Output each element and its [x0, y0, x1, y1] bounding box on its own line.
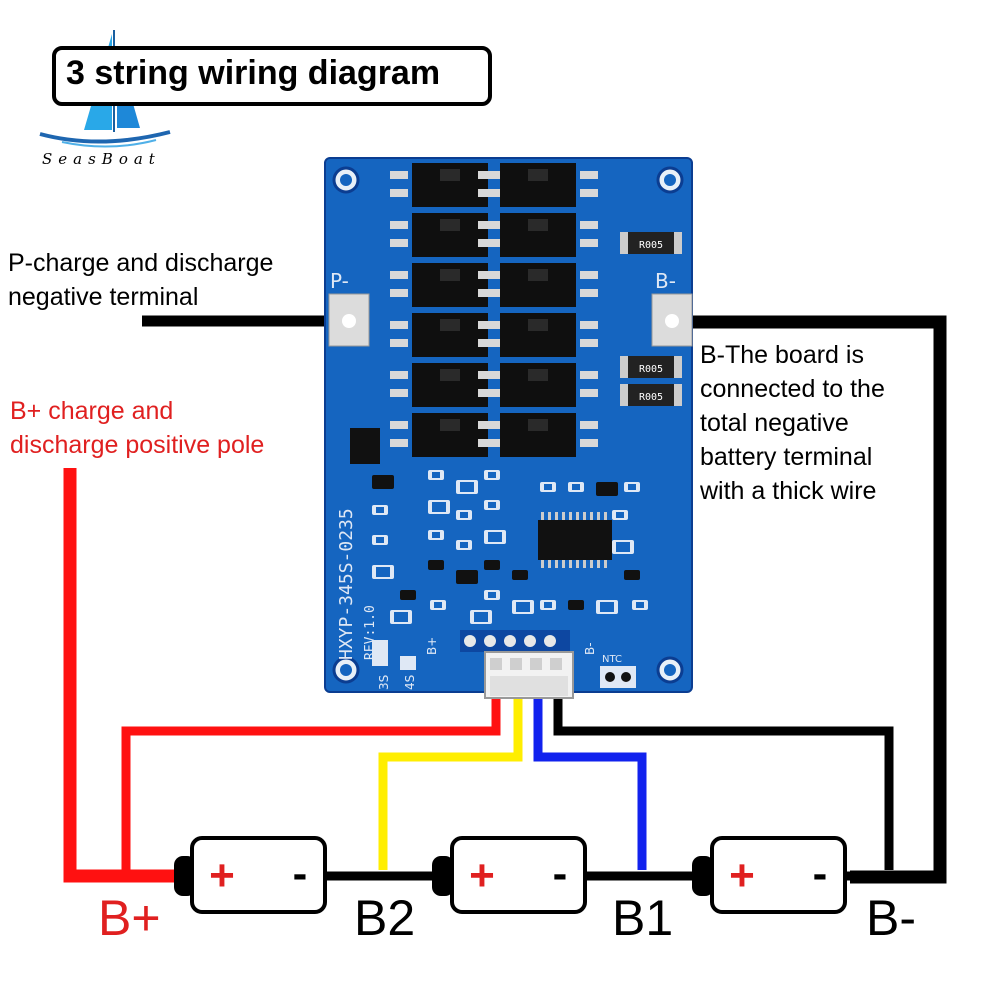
battery-2-plus: + [469, 851, 495, 900]
silk-4s: 4S [403, 675, 417, 690]
red-balance-wire [121, 695, 501, 870]
b-minus-note: B-The board is connected to the total ne… [700, 338, 885, 508]
b-minus-note-line-4: battery terminal [700, 443, 873, 471]
b-minus-thick-wire [672, 315, 947, 884]
b-plus-pole-label: B+ charge and discharge positive pole [10, 394, 264, 462]
b-minus-note-line-3: total negative [700, 409, 849, 437]
battery-cell-1 [174, 836, 327, 914]
jumper-3s [372, 640, 388, 666]
ntc-pads [600, 666, 636, 688]
node-b1: B1 [612, 890, 674, 946]
jumper-4s [400, 656, 416, 670]
yellow-balance-wire [378, 695, 523, 870]
b-minus-note-line-2: connected to the [700, 375, 885, 403]
battery-2-minus: - [553, 849, 568, 898]
node-b-minus: B- [866, 890, 916, 946]
blue-balance-wire [533, 695, 647, 870]
silk-b-minus: B- [655, 269, 676, 293]
balance-header-holes [460, 630, 570, 652]
node-b-plus: B+ [98, 890, 161, 946]
silk-p-minus: P- [330, 269, 349, 293]
resistor-marking-1: R005 [639, 240, 663, 251]
black-balance-wire [553, 695, 894, 870]
small-ic [350, 428, 380, 464]
b-plus-main-wire [63, 468, 180, 883]
silk-3s: 3S [377, 675, 391, 690]
diagram-title: 3 string wiring diagram [66, 54, 441, 92]
mosfet-array [390, 163, 598, 457]
shunt-resistors: R005 R005 R005 [620, 232, 682, 406]
battery-1-plus: + [209, 851, 235, 900]
smd-components [372, 470, 648, 624]
title-frame [52, 46, 492, 106]
balance-connector [484, 651, 574, 699]
resistor-marking-2: R005 [639, 364, 663, 375]
b-plus-pole-label-line-1: B+ charge and [10, 397, 174, 425]
battery-3-plus: + [729, 851, 755, 900]
battery-cell-3 [692, 836, 847, 914]
b-plus-pole-label-line-2: discharge positive pole [10, 431, 265, 459]
node-b2: B2 [354, 890, 416, 946]
p-terminal-label-line-1: P-charge and discharge [8, 249, 274, 277]
p-terminal-label-line-2: negative terminal [8, 283, 199, 311]
protection-ic [538, 512, 612, 568]
p-terminal-label: P-charge and discharge negative terminal [8, 246, 273, 314]
silk-bplus: B+ [425, 637, 439, 655]
silk-ntc: NTC [602, 654, 622, 665]
silk-bminus: B- [583, 642, 597, 655]
b-minus-note-line-5: with a thick wire [700, 477, 877, 505]
resistor-marking-3: R005 [639, 392, 663, 403]
mounting-holes [332, 166, 684, 684]
bms-board: R005 R005 R005 HXYP-345S-0235 REV:1.0 3S… [324, 157, 693, 693]
battery-cell-2 [432, 836, 587, 914]
logo-wordmark: SeasBoat [42, 150, 161, 168]
b-minus-note-line-1: B-The board is [700, 341, 864, 369]
battery-1-minus: - [293, 849, 308, 898]
board-model-silk: HXYP-345S-0235 [336, 508, 357, 660]
battery-3-minus: - [813, 849, 828, 898]
